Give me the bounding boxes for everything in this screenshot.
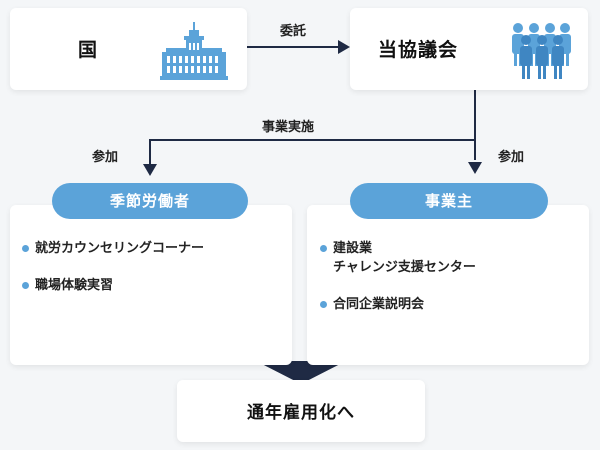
list-item: 職場体験実習 <box>22 276 204 295</box>
arrowhead-right <box>468 162 482 174</box>
arrowhead-left <box>143 164 157 176</box>
edge-label-itaku: 委託 <box>280 24 307 39</box>
edge-label-sanka-left: 参加 <box>92 150 119 165</box>
people-group-icon <box>512 23 571 79</box>
edge-label-sanka-right: 参加 <box>498 150 525 165</box>
group-seasonal-workers <box>10 205 292 365</box>
edge-label-jigyo-jisshi: 事業実施 <box>262 120 315 135</box>
node-kyokai-label: 当協議会 <box>378 39 459 61</box>
arrowhead-itaku <box>338 40 350 54</box>
list-item: 就労カウンセリングコーナー <box>22 239 204 258</box>
node-kyokai: 当協議会 <box>350 8 588 90</box>
group-employers-title: 事業主 <box>350 183 548 219</box>
group-employers <box>307 205 589 365</box>
list-item: 建設業 チャレンジ支援センター <box>320 239 476 277</box>
arrow-to-result <box>256 361 346 384</box>
node-result-label: 通年雇用化へ <box>247 403 355 423</box>
node-result: 通年雇用化へ <box>177 380 425 442</box>
node-kuni: 国 <box>10 8 247 90</box>
list-item: 合同企業説明会 <box>320 295 476 314</box>
employers-list: 建設業 チャレンジ支援センター 合同企業説明会 <box>320 239 476 332</box>
node-kuni-label: 国 <box>78 39 99 61</box>
seasonal-workers-list: 就労カウンセリングコーナー 職場体験実習 <box>22 239 204 313</box>
group-seasonal-workers-title: 季節労働者 <box>52 183 248 219</box>
government-building-icon <box>160 22 228 80</box>
